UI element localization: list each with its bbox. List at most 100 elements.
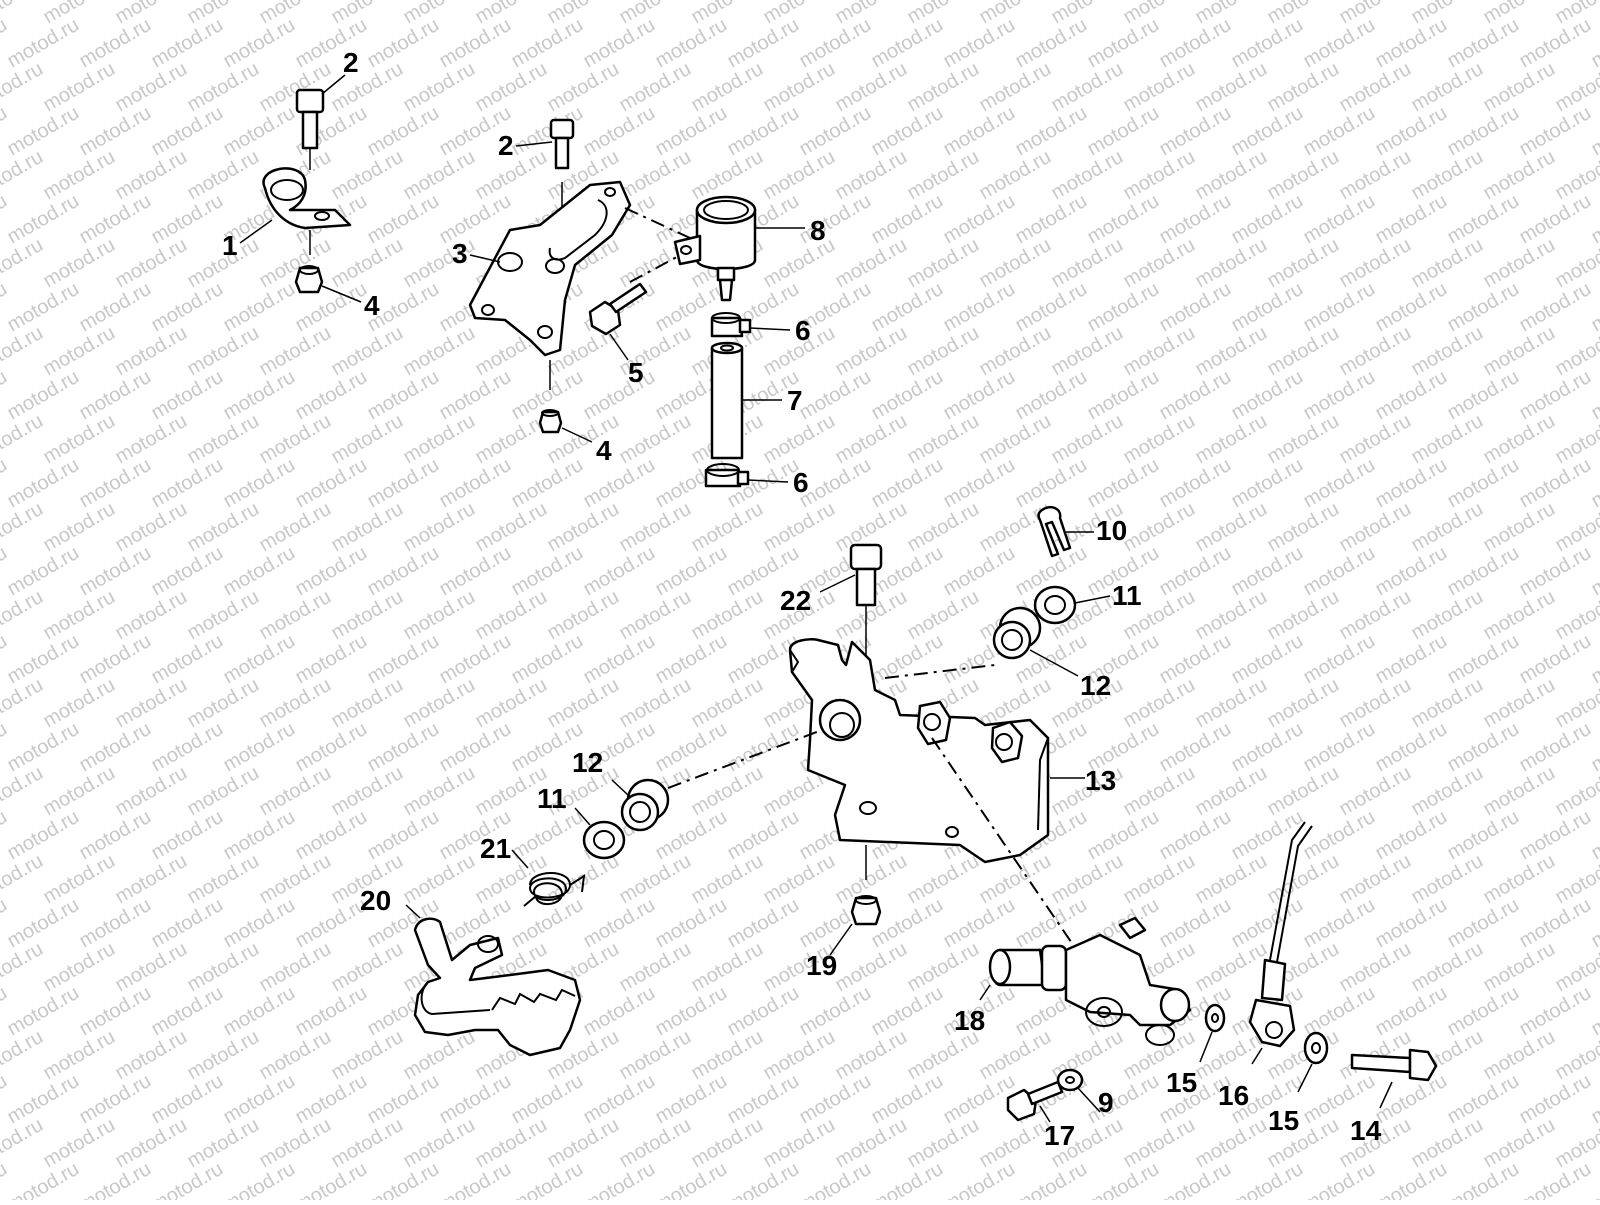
watermark-text: motod.ru: [4, 894, 83, 953]
callout-19: 19: [806, 950, 837, 981]
watermark-text: motod.ru: [1156, 14, 1235, 73]
watermark-text: motod.ru: [400, 1114, 479, 1173]
watermark-text: motod.ru: [220, 630, 299, 689]
watermark-text: motod.ru: [1012, 102, 1091, 161]
watermark-text: motod.ru: [184, 146, 263, 205]
watermark-text: motod.ru: [220, 454, 299, 513]
watermark-text: motod.ru: [1300, 278, 1379, 337]
watermark-text: motod.ru: [328, 322, 407, 381]
watermark-text: motod.ru: [832, 322, 911, 381]
watermark-text: motod.ru: [148, 102, 227, 161]
watermark-text: motod.ru: [436, 630, 515, 689]
watermark-text: motod.ru: [112, 498, 191, 557]
watermark-text: motod.ru: [688, 850, 767, 909]
watermark-text: motod.ru: [1588, 806, 1600, 865]
watermark-text: motod.ru: [1480, 1114, 1559, 1173]
watermark-text: motod.ru: [148, 190, 227, 249]
watermark-text: motod.ru: [1444, 542, 1523, 601]
watermark-text: motod.ru: [940, 190, 1019, 249]
watermark-text: motod.ru: [1444, 630, 1523, 689]
watermark-text: motod.ru: [328, 1114, 407, 1173]
watermark-text: motod.ru: [688, 1026, 767, 1085]
watermark-text: motod.ru: [292, 1070, 371, 1129]
watermark-text: motod.ru: [976, 410, 1055, 469]
watermark-text: motod.ru: [940, 278, 1019, 337]
watermark-text: motod.ru: [760, 1026, 839, 1085]
watermark-text: motod.ru: [76, 894, 155, 953]
watermark-text: motod.ru: [760, 0, 839, 28]
watermark-text: motod.ru: [292, 1158, 371, 1200]
watermark-text: motod.ru: [4, 454, 83, 513]
watermark-text: motod.ru: [0, 410, 47, 469]
watermark-text: motod.ru: [508, 894, 587, 953]
watermark-text: motod.ru: [580, 14, 659, 73]
watermark-text: motod.ru: [616, 586, 695, 645]
watermark-text: motod.ru: [76, 14, 155, 73]
callout-14: 14: [1350, 1115, 1382, 1146]
watermark-text: motod.ru: [508, 1158, 587, 1200]
watermark-text: motod.ru: [688, 586, 767, 645]
watermark-text: motod.ru: [1300, 14, 1379, 73]
watermark-text: motod.ru: [976, 1114, 1055, 1173]
watermark-text: motod.ru: [292, 366, 371, 425]
watermark-text: motod.ru: [4, 1158, 83, 1200]
watermark-text: motod.ru: [976, 322, 1055, 381]
watermark-text: motod.ru: [4, 542, 83, 601]
watermark-text: motod.ru: [688, 674, 767, 733]
watermark-text: motod.ru: [1480, 0, 1559, 28]
watermark-text: motod.ru: [1444, 278, 1523, 337]
watermark-text: motod.ru: [760, 234, 839, 293]
watermark-text: motod.ru: [1408, 410, 1487, 469]
watermark-text: motod.ru: [760, 58, 839, 117]
watermark-text: motod.ru: [148, 1070, 227, 1129]
watermark-text: motod.ru: [1588, 1070, 1600, 1129]
watermark-text: motod.ru: [1444, 894, 1523, 953]
watermark-text: motod.ru: [724, 1070, 803, 1129]
watermark-text: motod.ru: [1084, 366, 1163, 425]
callout-4-left: 4: [364, 290, 380, 321]
watermark-text: motod.ru: [292, 14, 371, 73]
watermark-text: motod.ru: [904, 322, 983, 381]
watermark-text: motod.ru: [1228, 190, 1307, 249]
watermark-text: motod.ru: [652, 894, 731, 953]
watermark-text: motod.ru: [76, 630, 155, 689]
watermark-text: motod.ru: [292, 630, 371, 689]
callout-5: 5: [628, 357, 644, 388]
watermark-text: motod.ru: [184, 410, 263, 469]
watermark-text: motod.ru: [184, 498, 263, 557]
watermark-text: motod.ru: [1156, 630, 1235, 689]
watermark-text: motod.ru: [616, 938, 695, 997]
callout-12-lower: 12: [572, 747, 603, 778]
watermark-text: motod.ru: [400, 410, 479, 469]
watermark-text: motod.ru: [940, 102, 1019, 161]
watermark-text: motod.ru: [868, 1158, 947, 1200]
watermark-text: motod.ru: [436, 718, 515, 777]
watermark-text: motod.ru: [760, 410, 839, 469]
watermark-text: motod.ru: [256, 322, 335, 381]
watermark-text: motod.ru: [112, 762, 191, 821]
watermark-text: motod.ru: [1372, 278, 1451, 337]
watermark-text: motod.ru: [328, 498, 407, 557]
watermark-text: motod.ru: [832, 938, 911, 997]
watermark-text: motod.ru: [1516, 14, 1595, 73]
watermark-text: motod.ru: [1192, 0, 1271, 28]
watermark-text: motod.ru: [724, 1158, 803, 1200]
watermark-text: motod.ru: [1084, 278, 1163, 337]
watermark-text: motod.ru: [688, 0, 767, 28]
watermark-text: motod.ru: [724, 806, 803, 865]
watermark-text: motod.ru: [328, 58, 407, 117]
watermark-text: motod.ru: [1264, 586, 1343, 645]
callout-11-lower: 11: [537, 783, 567, 814]
watermark-text: motod.ru: [40, 410, 119, 469]
watermark-text: motod.ru: [0, 234, 47, 293]
watermark-text: motod.ru: [112, 586, 191, 645]
watermark-text: motod.ru: [40, 586, 119, 645]
watermark-text: motod.ru: [1408, 0, 1487, 28]
watermark-text: motod.ru: [1372, 542, 1451, 601]
watermark-text: motod.ru: [976, 234, 1055, 293]
watermark-text: motod.ru: [976, 58, 1055, 117]
watermark-text: motod.ru: [1516, 630, 1595, 689]
watermark-text: motod.ru: [472, 58, 551, 117]
watermark-text: motod.ru: [1444, 1070, 1523, 1129]
watermark-text: motod.ru: [616, 1026, 695, 1085]
